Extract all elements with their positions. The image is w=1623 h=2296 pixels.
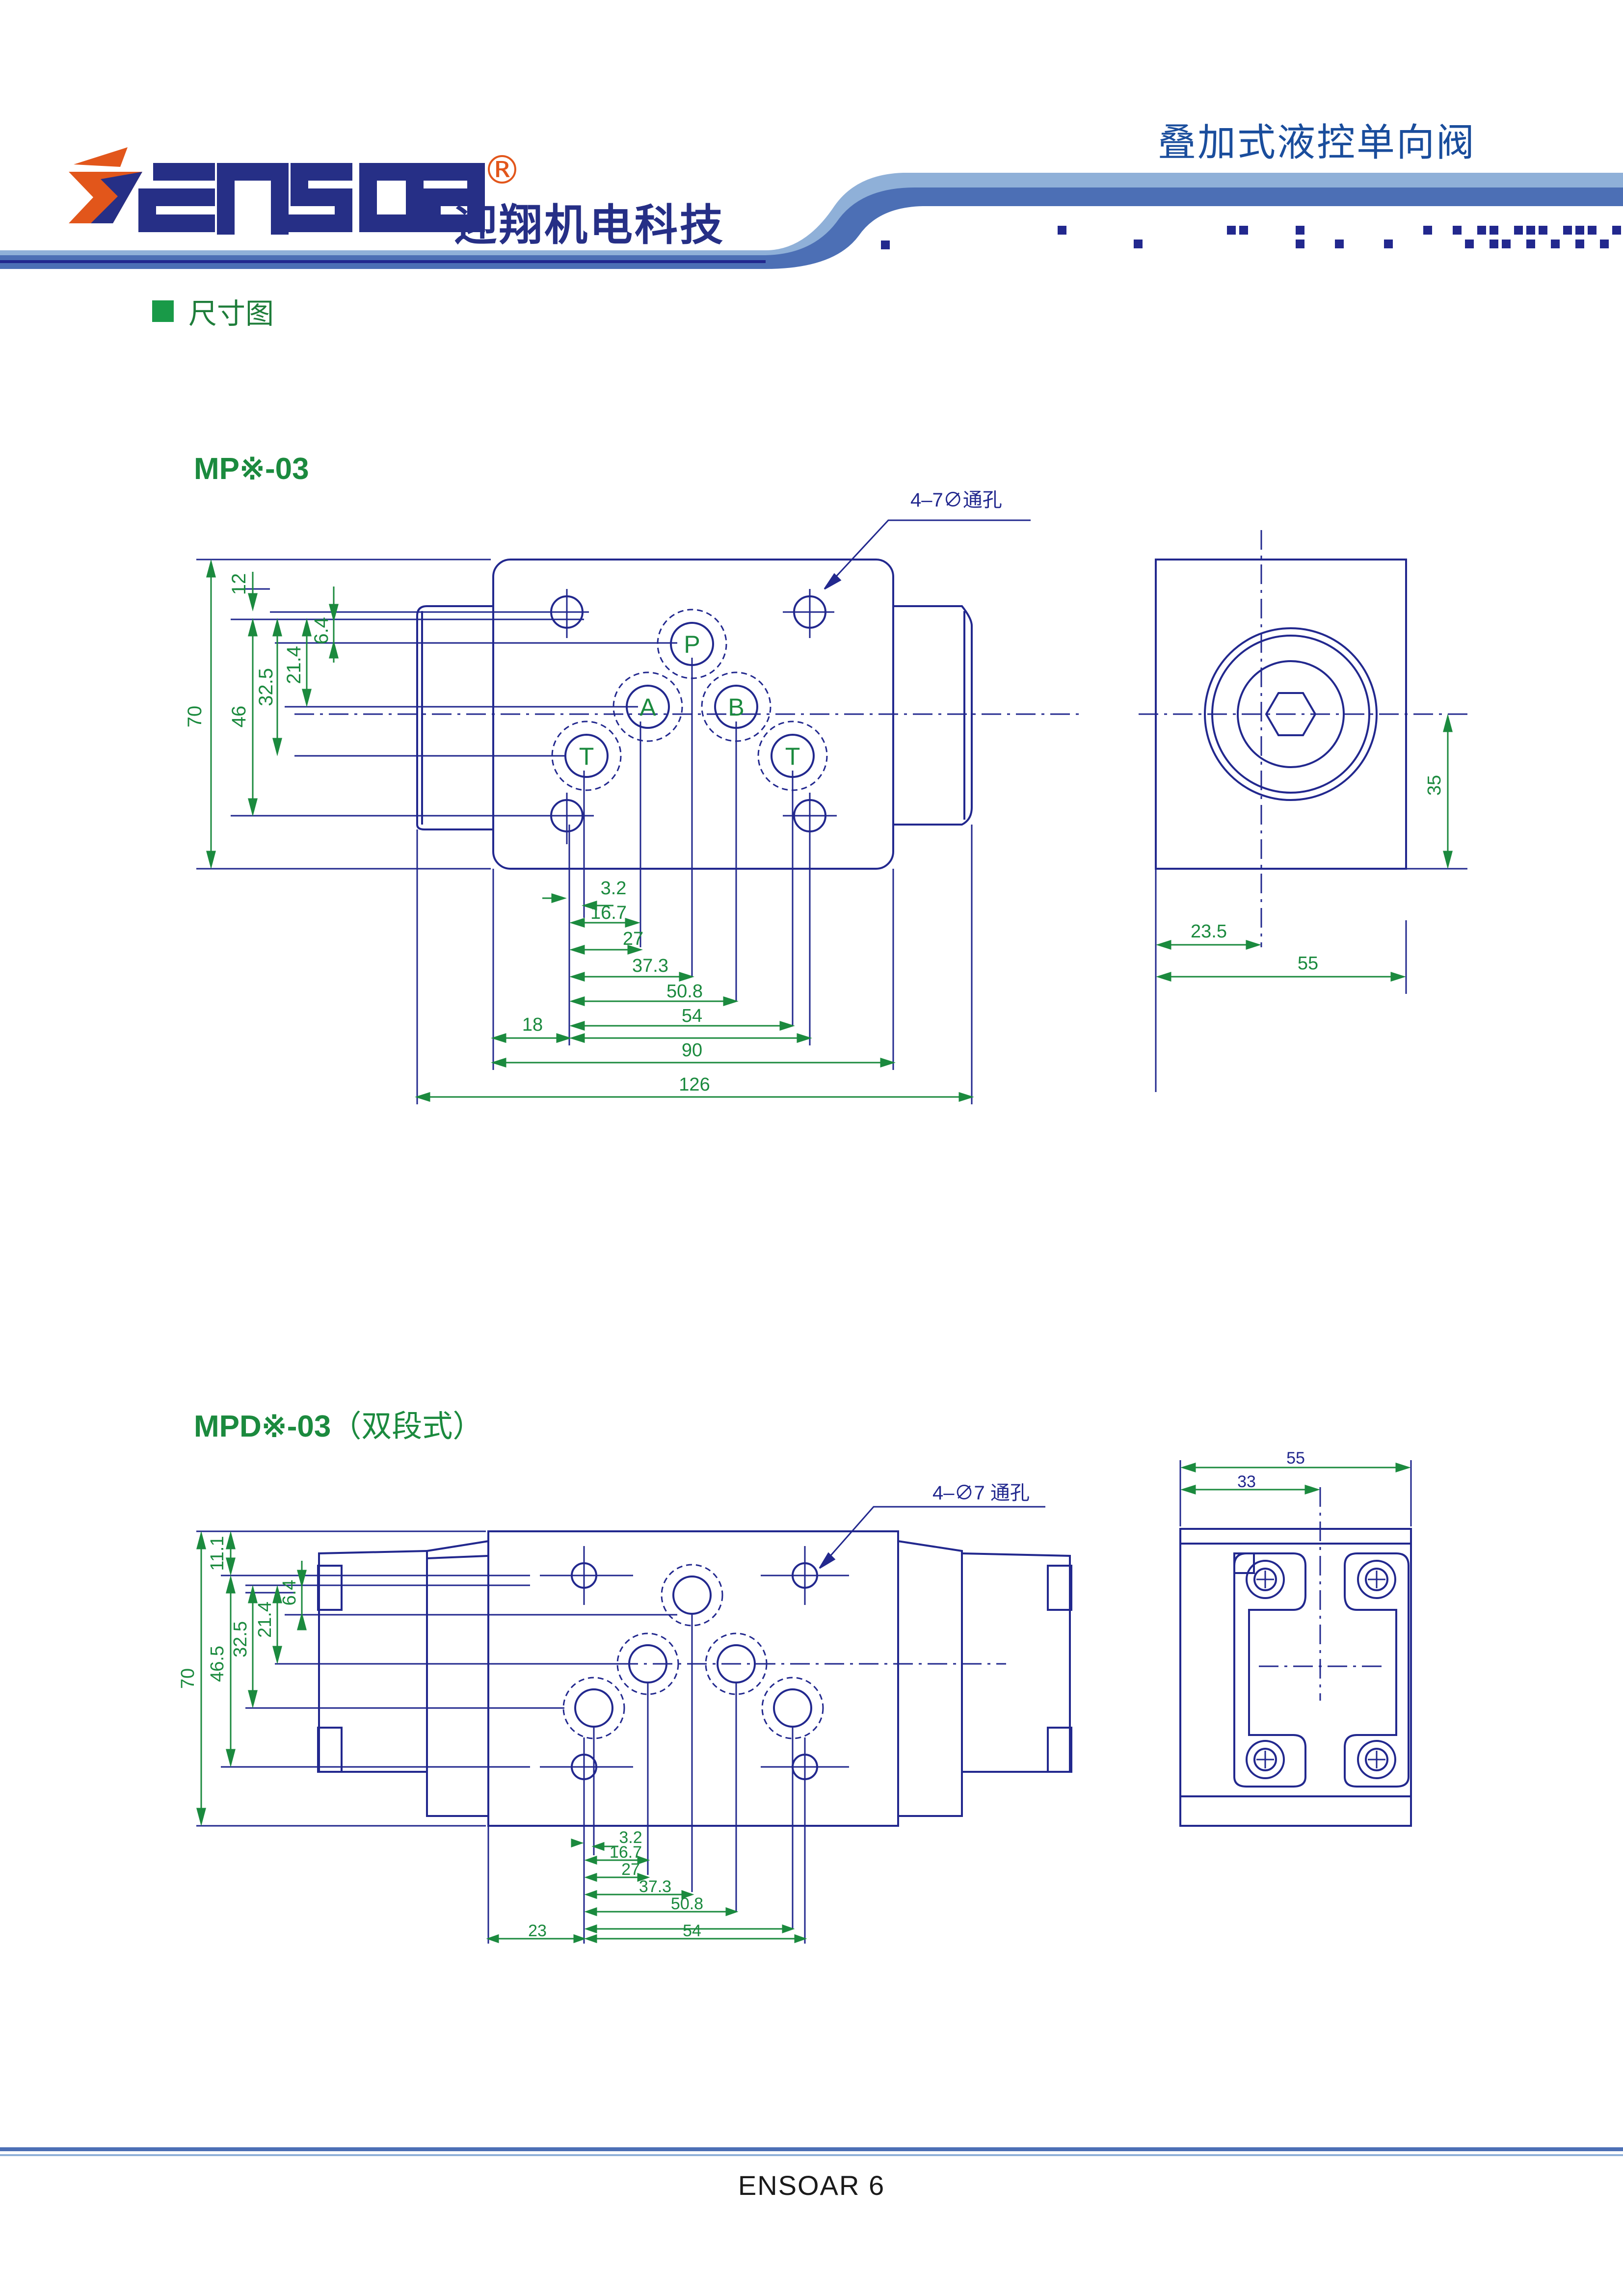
brand-emblem-icon: [69, 147, 142, 223]
dim2-54: 54: [683, 1922, 701, 1940]
model2-top-extension-lines: [1179, 1460, 1412, 1526]
dim-54: 54: [682, 1006, 702, 1026]
model2-title: MPD※-03（双段式）: [194, 1401, 483, 1445]
brand-wordmark-logo: [138, 163, 485, 235]
header-graphics: [0, 147, 1623, 269]
dim-90: 90: [682, 1040, 702, 1061]
section-heading: 尺寸图: [152, 291, 274, 332]
dim2-16-7: 16.7: [610, 1843, 642, 1862]
model2-vertical-dims: [196, 1531, 307, 1826]
model2-port-seals: [562, 1564, 824, 1739]
model2-top-center-lines: [1256, 1487, 1385, 1768]
dim2-46-5: 46.5: [207, 1646, 228, 1682]
model2-port-holes: [574, 1575, 812, 1728]
dim2-37-3: 37.3: [639, 1877, 671, 1896]
model2-title-name: MPD※-03: [194, 1410, 331, 1443]
green-square-bullet-icon: [152, 300, 174, 322]
dim-18: 18: [522, 1015, 543, 1035]
dim2-27: 27: [621, 1860, 640, 1879]
model2-top-dims: [1180, 1462, 1411, 1495]
dim2-21-4: 21.4: [255, 1602, 275, 1638]
model2-extension-lines: [196, 1530, 677, 1827]
dim-21-4: 21.4: [283, 646, 305, 684]
model1-port-labels: P A B T T: [579, 631, 800, 770]
model1-vertical-dim-labels: 70 46 12 32.5 21.4 6.4: [184, 573, 332, 728]
model1-drawing: 70 46 12 32.5 21.4 6.4 P A B T T 4–7∅通孔 …: [184, 489, 1467, 1104]
port-p-label: P: [684, 631, 700, 658]
dim-27: 27: [623, 929, 643, 949]
dim2-33: 33: [1237, 1472, 1256, 1491]
dim2-3-2: 3.2: [619, 1828, 642, 1847]
model1-horizontal-dim-labels: 3.2 16.7 27 37.3 50.8 54 18 90 126: [522, 878, 710, 1095]
dim-35: 35: [1424, 775, 1445, 796]
dim-12: 12: [228, 573, 250, 595]
model2-center-lines: [275, 1546, 1006, 1796]
model1-side-dim-labels: 35 23.5 55: [1191, 775, 1445, 974]
registered-mark: ®: [482, 147, 522, 193]
dim-32-5: 32.5: [255, 668, 277, 706]
model2-h-extension-lines: [487, 1615, 806, 1944]
dim2-6-4: 6.4: [279, 1580, 300, 1606]
dim-50-8: 50.8: [666, 981, 703, 1002]
model2-bolt-holes: [571, 1562, 818, 1780]
header-underline: [0, 260, 766, 263]
dim-16-7: 16.7: [590, 903, 627, 923]
brand-chinese-name: 迎翔机电科技: [454, 200, 725, 250]
dim2-70: 70: [178, 1668, 198, 1689]
model2-callout: [819, 1506, 1045, 1569]
dim2-55: 55: [1286, 1449, 1305, 1468]
header-pixel-pattern: [881, 226, 1621, 249]
dim2-32-5: 32.5: [230, 1621, 251, 1657]
model2-horizontal-dims: [486, 1838, 807, 1944]
model2-callout-text: 4–∅7 通孔: [932, 1482, 1030, 1504]
model1-horizontal-dims: [415, 893, 974, 1102]
model2-top-view: [1179, 1528, 1412, 1827]
model2-drawing: 70 11.1 46.5 32.5 21.4 6.4 4–∅7 通孔 3.2 1…: [178, 1449, 1412, 1944]
dim2-11-1: 11.1: [207, 1536, 228, 1571]
dim-23-5: 23.5: [1191, 921, 1227, 942]
model1-callout-text: 4–7∅通孔: [910, 489, 1002, 511]
model2-front-outline: [317, 1530, 1072, 1827]
model2-horizontal-dim-labels: 3.2 16.7 27 37.3 50.8 54 23: [528, 1828, 703, 1940]
model1-h-extension-lines: [416, 658, 973, 1104]
dim-37-3: 37.3: [632, 956, 668, 976]
model1-title: MP※-03: [194, 452, 309, 486]
port-t2-label: T: [785, 743, 800, 770]
dim2-50-8: 50.8: [671, 1895, 703, 1913]
dim-70: 70: [184, 706, 206, 728]
model1-side-dims: [1156, 714, 1453, 982]
model2-vertical-dim-labels: 70 11.1 46.5 32.5 21.4 6.4: [178, 1536, 300, 1689]
page-title: 叠加式液控单向阀: [1157, 121, 1476, 165]
model1-vertical-dims: [206, 559, 339, 869]
model1-side-extension-lines: [1155, 868, 1467, 1092]
dim-55: 55: [1298, 953, 1318, 974]
footer-page-label: ENSOAR 6: [738, 2170, 885, 2201]
section-heading-text: 尺寸图: [188, 297, 274, 330]
dim-126: 126: [679, 1074, 710, 1095]
port-b-label: B: [728, 694, 744, 721]
footer-rule: [0, 2147, 1623, 2156]
model2-top-dim-labels: 55 33: [1237, 1449, 1305, 1491]
model2-title-mode: （双段式）: [331, 1410, 483, 1443]
dim-3-2: 3.2: [601, 878, 627, 899]
dim2-23: 23: [528, 1922, 547, 1940]
dim-46: 46: [228, 706, 250, 728]
port-a-label: A: [639, 694, 656, 721]
dim-6-4: 6.4: [311, 617, 332, 644]
model1-callout: [824, 519, 1031, 590]
port-t1-label: T: [579, 743, 594, 770]
model1-side-center-lines: [1139, 530, 1467, 947]
